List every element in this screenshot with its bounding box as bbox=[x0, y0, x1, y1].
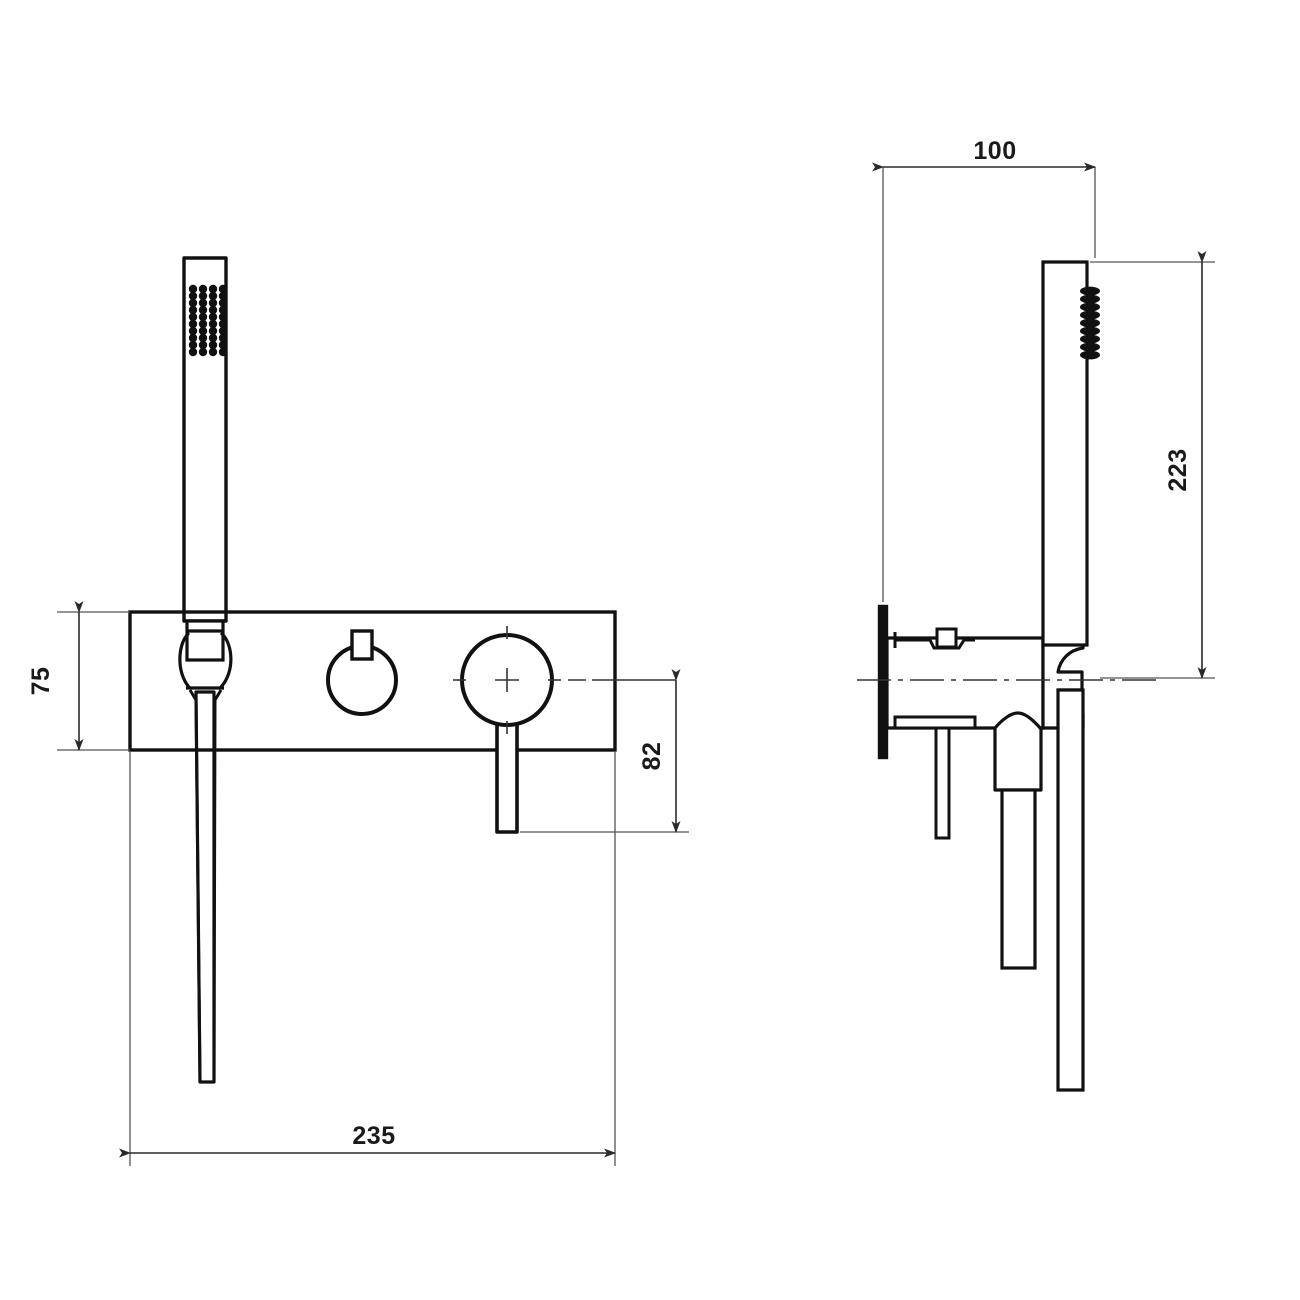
side-spray-nozzles-icon bbox=[1080, 286, 1100, 360]
side-view bbox=[857, 260, 1158, 1092]
side-fixing-block bbox=[935, 627, 958, 649]
diverter-knob-tab bbox=[350, 629, 374, 661]
side-handshower-body bbox=[1041, 260, 1089, 647]
spray-face-icon bbox=[188, 284, 228, 357]
dimension-plate-width: 235 bbox=[119, 752, 616, 1166]
side-top-flange bbox=[895, 638, 975, 650]
dimension-lever-drop: 82 bbox=[520, 669, 689, 833]
dimension-label-75: 75 bbox=[27, 667, 55, 696]
hose-outer-edge bbox=[212, 689, 223, 1083]
dimension-handshower-height: 223 bbox=[1090, 251, 1215, 679]
diverter-knob bbox=[326, 629, 398, 716]
dimension-label-235: 235 bbox=[352, 1122, 395, 1150]
centre-mark bbox=[453, 626, 561, 734]
holder-left-leaf bbox=[178, 632, 191, 689]
side-mixer-lever bbox=[993, 711, 1043, 792]
mixer-handle bbox=[453, 626, 676, 834]
dimension-projection: 100 bbox=[872, 137, 1096, 602]
dimension-label-82: 82 bbox=[638, 742, 666, 771]
front-view bbox=[128, 256, 676, 1084]
side-bottom-flange bbox=[893, 715, 977, 730]
side-diverter-stem bbox=[934, 726, 951, 840]
front-plate bbox=[128, 610, 617, 752]
handshower-collar bbox=[185, 619, 225, 662]
hose-inner-edge bbox=[188, 689, 202, 1083]
dimension-plate-height: 75 bbox=[27, 601, 130, 751]
holder-right-leaf bbox=[219, 632, 233, 689]
side-handshower-hose bbox=[1056, 688, 1085, 1092]
side-mixer-lever-shaft bbox=[1000, 788, 1037, 970]
side-handshower bbox=[1041, 260, 1100, 1092]
dimension-label-223: 223 bbox=[1164, 448, 1192, 491]
handshower-front bbox=[178, 256, 233, 1084]
dimension-label-100: 100 bbox=[973, 137, 1016, 165]
